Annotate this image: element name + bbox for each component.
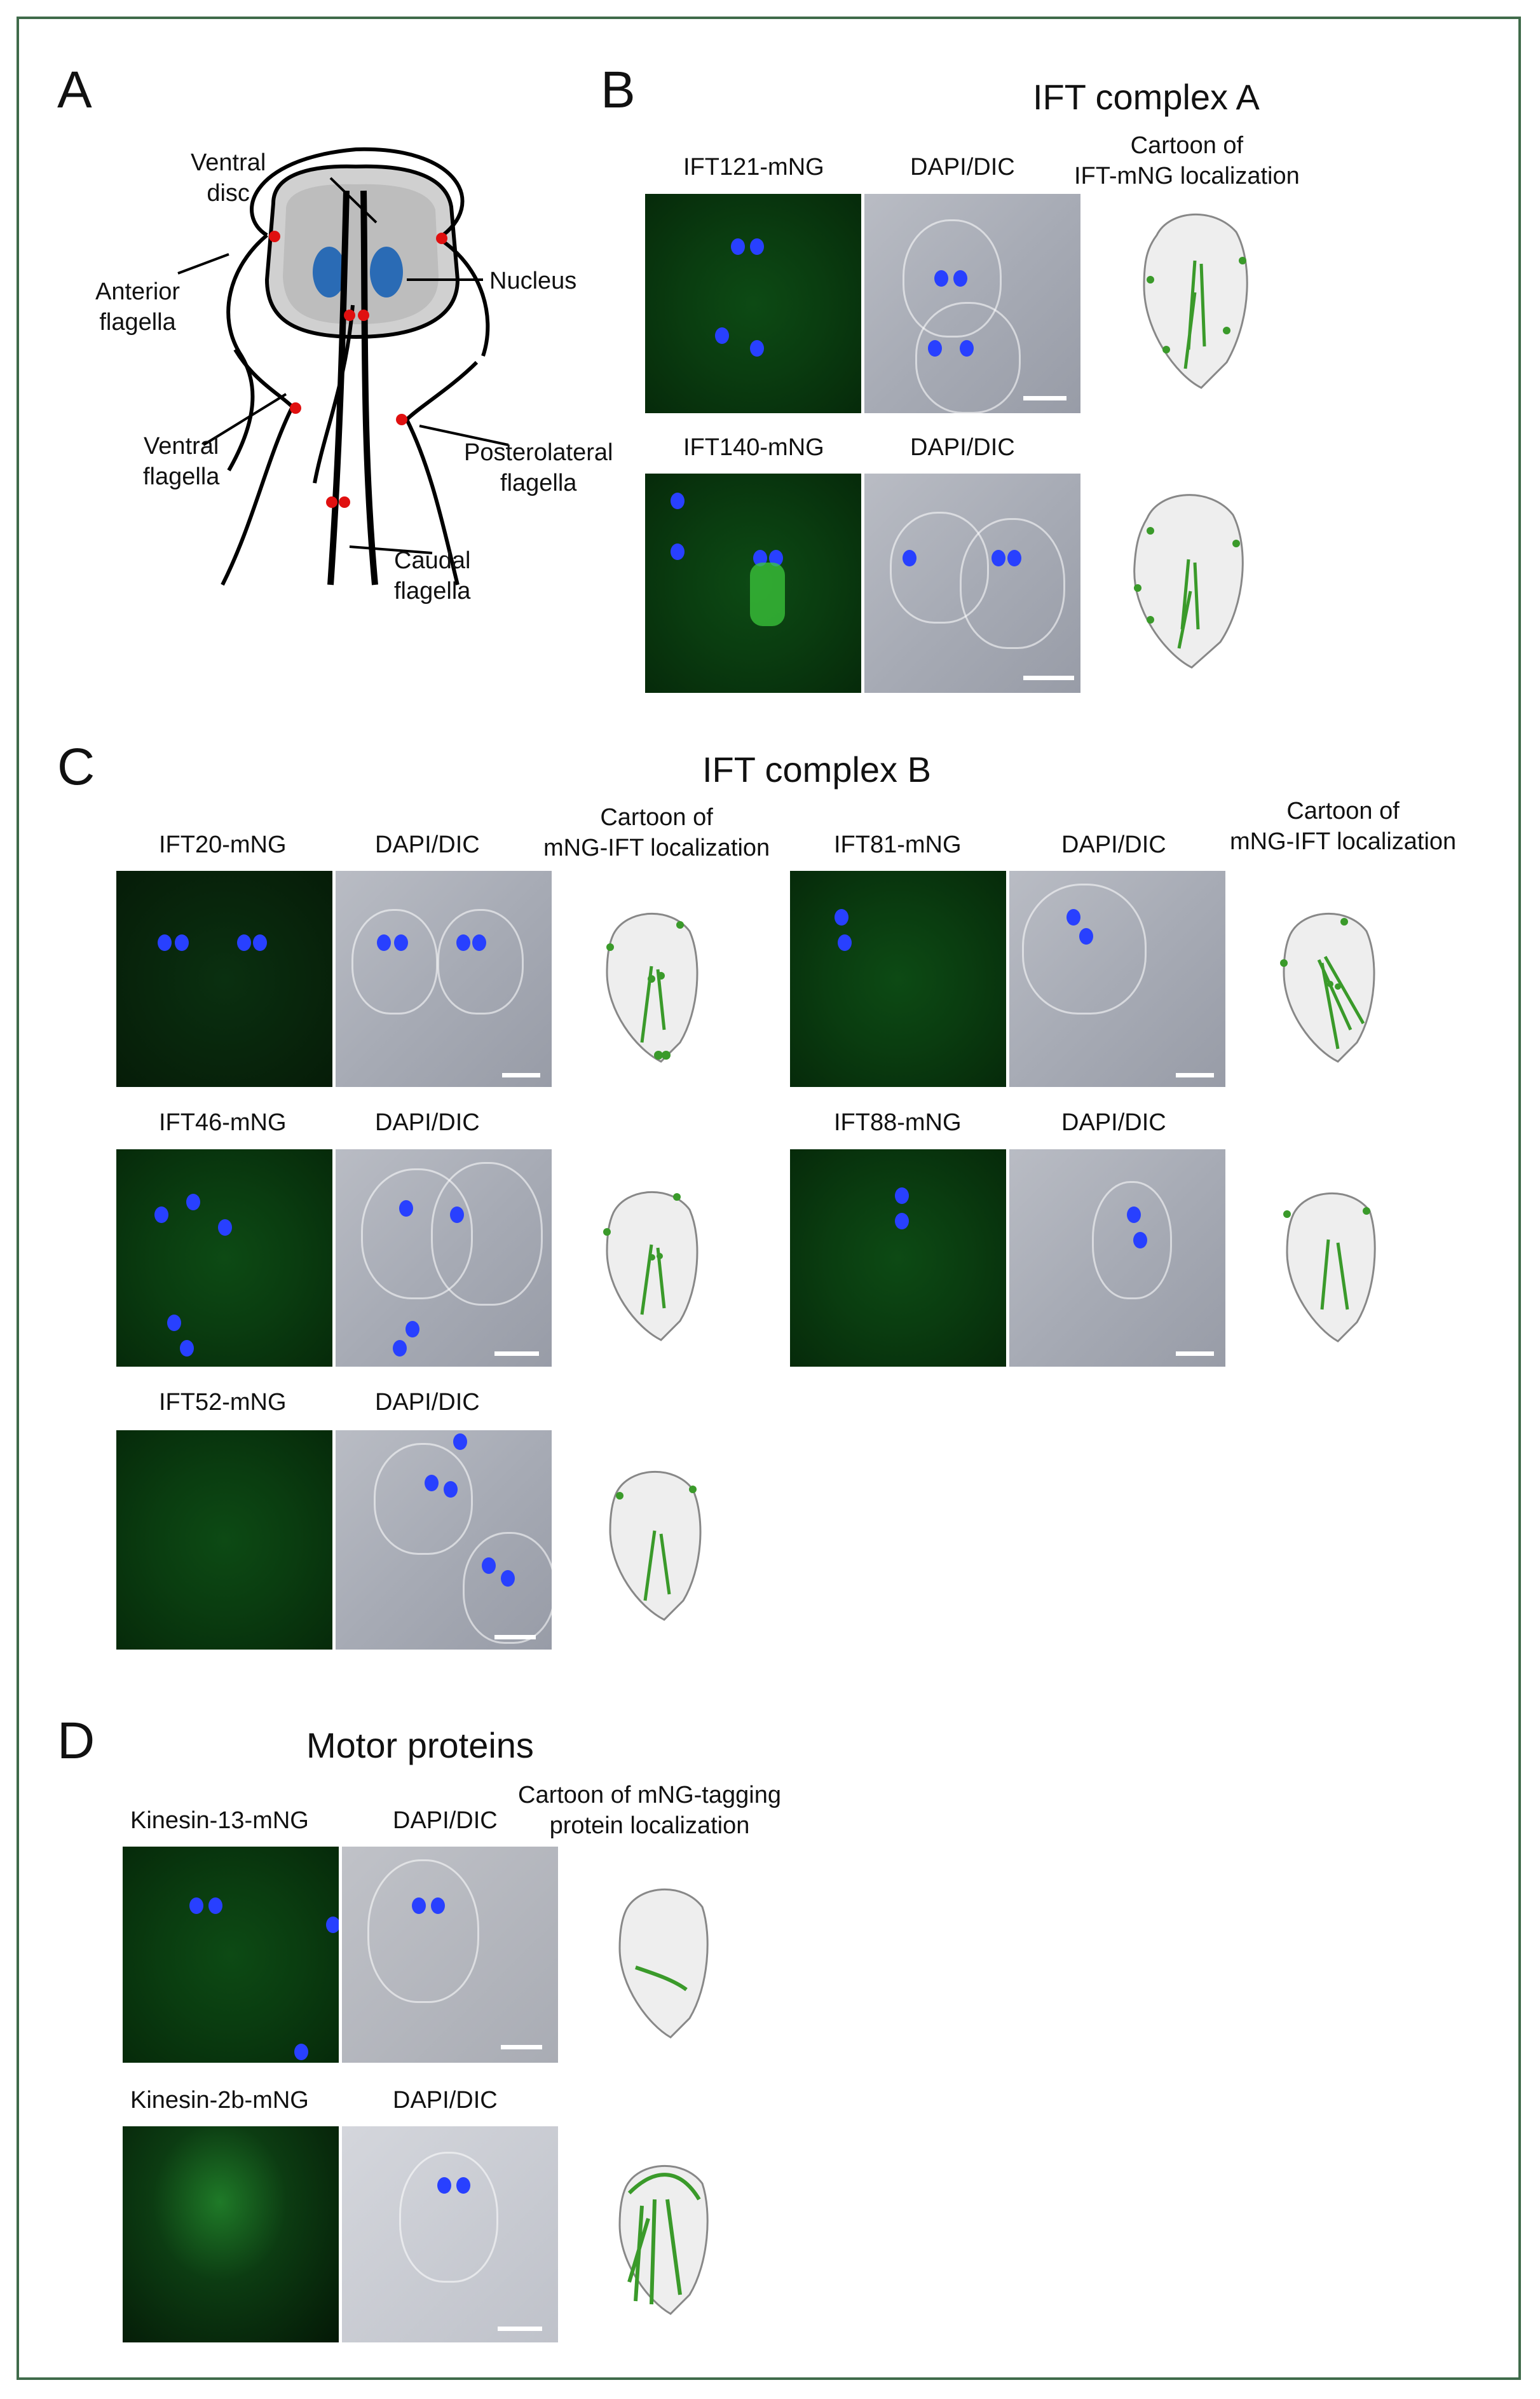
panel-b-cartoon-caption: Cartoon of IFT-mNG localization bbox=[1074, 132, 1300, 189]
protein-label: IFT52-mNG bbox=[159, 1389, 287, 1416]
localization-cartoon bbox=[618, 1888, 709, 2039]
channel-label: DAPI/DIC bbox=[1061, 1109, 1166, 1136]
fluorescence-image bbox=[123, 1847, 339, 2063]
label-posterolateral-flagella: Posterolateral flagella bbox=[464, 439, 613, 496]
fluorescence-image bbox=[116, 871, 332, 1087]
protein-label: IFT121-mNG bbox=[683, 154, 824, 181]
dapi-dic-image bbox=[336, 1430, 552, 1650]
fluorescence-image bbox=[116, 1430, 332, 1650]
panel-b-title: IFT complex A bbox=[1033, 77, 1260, 117]
fluorescence-image bbox=[645, 474, 861, 693]
localization-cartoon bbox=[1133, 494, 1244, 669]
protein-label: IFT88-mNG bbox=[834, 1109, 962, 1136]
channel-label: DAPI/DIC bbox=[910, 434, 1015, 461]
protein-label: IFT81-mNG bbox=[834, 831, 962, 858]
localization-cartoon bbox=[1143, 213, 1248, 389]
label-ventral-disc: Ventral disc bbox=[191, 149, 266, 207]
dapi-dic-image bbox=[336, 1149, 552, 1367]
channel-label: DAPI/DIC bbox=[1061, 831, 1166, 858]
protein-label: IFT46-mNG bbox=[159, 1109, 287, 1136]
label-caudal-flagella: Caudal flagella bbox=[394, 547, 471, 605]
label-ventral-flagella: Ventral flagella bbox=[143, 433, 220, 490]
dapi-dic-image bbox=[1009, 871, 1225, 1087]
channel-label: DAPI/DIC bbox=[910, 154, 1015, 181]
protein-label: IFT140-mNG bbox=[683, 434, 824, 461]
localization-cartoon bbox=[609, 1470, 702, 1621]
panel-c-cartoon-caption-right: Cartoon of mNG-IFT localization bbox=[1230, 798, 1457, 855]
panel-c-cartoon-caption-left: Cartoon of mNG-IFT localization bbox=[543, 804, 770, 861]
channel-label: DAPI/DIC bbox=[393, 2087, 498, 2114]
giardia-diagram bbox=[177, 147, 509, 586]
channel-label: DAPI/DIC bbox=[375, 1389, 480, 1416]
panel-d-cartoon-caption: Cartoon of mNG-tagging protein localizat… bbox=[518, 1782, 781, 1839]
localization-cartoon bbox=[618, 2164, 709, 2315]
dapi-dic-image bbox=[342, 2126, 558, 2342]
channel-label: DAPI/DIC bbox=[375, 1109, 480, 1136]
dapi-dic-image bbox=[864, 474, 1080, 693]
protein-label: Kinesin-13-mNG bbox=[130, 1807, 309, 1834]
label-nucleus: Nucleus bbox=[489, 268, 577, 294]
channel-label: DAPI/DIC bbox=[393, 1807, 498, 1834]
dapi-dic-image bbox=[342, 1847, 558, 2063]
localization-cartoon bbox=[603, 1191, 698, 1341]
protein-label: IFT20-mNG bbox=[159, 831, 287, 858]
fluorescence-image bbox=[123, 2126, 339, 2342]
panel-letter-b: B bbox=[601, 61, 636, 119]
fluorescence-image bbox=[645, 194, 861, 413]
fluorescence-image bbox=[790, 871, 1006, 1087]
channel-label: DAPI/DIC bbox=[375, 831, 480, 858]
dapi-dic-image bbox=[336, 871, 552, 1087]
panel-d-title: Motor proteins bbox=[306, 1725, 534, 1765]
localization-cartoon bbox=[1283, 1192, 1376, 1343]
panel-letter-d: D bbox=[57, 1712, 95, 1770]
dapi-dic-image bbox=[1009, 1149, 1225, 1367]
localization-cartoon bbox=[606, 912, 698, 1063]
protein-label: Kinesin-2b-mNG bbox=[130, 2087, 309, 2114]
panel-letter-a: A bbox=[57, 61, 92, 119]
panel-letter-c: C bbox=[57, 738, 95, 796]
fluorescence-image bbox=[116, 1149, 332, 1367]
label-anterior-flagella: Anterior flagella bbox=[95, 278, 181, 336]
panel-c-title: IFT complex B bbox=[702, 749, 931, 789]
fluorescence-image bbox=[790, 1149, 1006, 1367]
localization-cartoon bbox=[1280, 912, 1375, 1063]
dapi-dic-image bbox=[864, 194, 1080, 413]
figure-frame bbox=[17, 17, 1521, 2380]
